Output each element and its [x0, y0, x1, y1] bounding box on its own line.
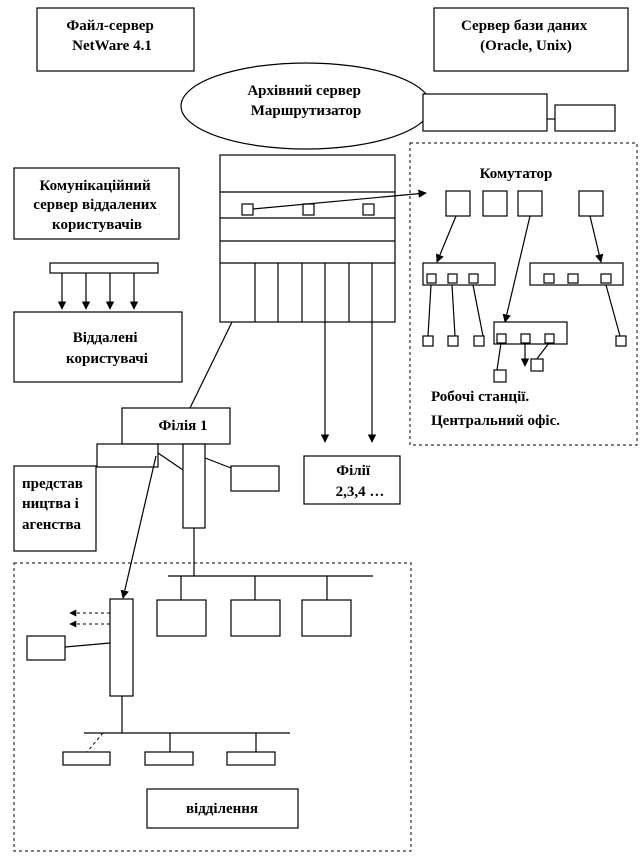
db-server-label: Сервер бази даних (Oracle, Unix): [461, 18, 591, 54]
branches-box: [303, 455, 401, 505]
branch1-box: [121, 407, 231, 445]
department-label: відділення: [186, 801, 258, 817]
central-office-region: [409, 142, 638, 446]
router-block: [219, 154, 396, 323]
db-server-box: [433, 7, 629, 72]
file-server-label: Файл-сервер NetWare 4.1: [66, 18, 157, 54]
switch-label: Комутатор: [480, 166, 553, 182]
department-box: [146, 788, 299, 829]
branch1-label: Філія 1: [159, 418, 208, 434]
peripheral-box-2: [554, 104, 616, 132]
department-region: [13, 562, 412, 852]
agencies-label: представ ництва і агенства: [22, 476, 87, 533]
branches-label: Філії 2,3,4 …: [336, 463, 385, 500]
archive-server-label: Архівний сервер Маршрутизатор: [247, 83, 364, 119]
remote-users-label: Віддалені користувачі: [66, 330, 148, 367]
workstations-label: Робочі станції. Центральний офіс.: [431, 389, 560, 429]
file-server-box: [36, 7, 195, 72]
peripheral-box-1: [422, 93, 548, 132]
agencies-box: [13, 465, 97, 552]
remote-users-box: [13, 311, 183, 383]
comm-server-label: Комунікаційний сервер віддалених користу…: [33, 178, 160, 233]
comm-server-box: [13, 167, 180, 240]
remote-bus: [49, 262, 159, 274]
